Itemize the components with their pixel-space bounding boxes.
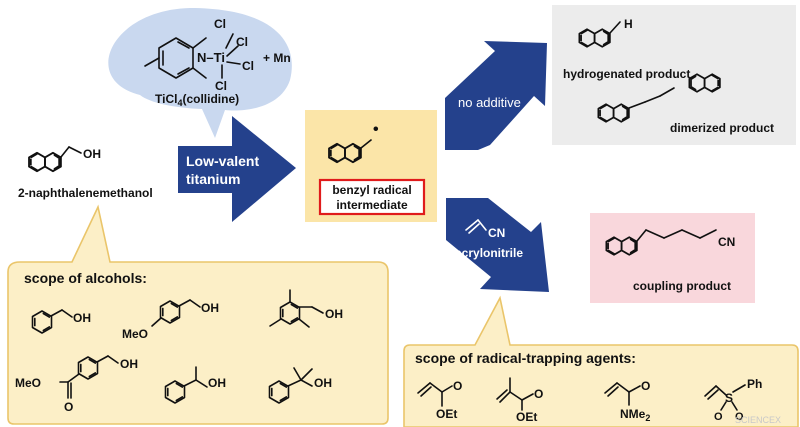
arrow-label-line1: Low-valent <box>186 153 259 169</box>
s-label: S <box>725 391 733 405</box>
benzyl-radical-structure <box>328 139 372 164</box>
phenyl-vinyl-sulfone-structure <box>704 384 746 411</box>
acrylonitrile-label: acrylonitrile <box>455 246 523 260</box>
coupling-product-label: coupling product <box>633 279 731 293</box>
collidine-ticl4-structure <box>144 33 241 79</box>
o-label: O <box>641 379 650 393</box>
oh-label: OH <box>83 147 101 161</box>
meo-label: MeO <box>122 327 148 341</box>
coupling-product-structure <box>605 229 717 256</box>
coupling-panel <box>590 213 755 303</box>
acrylonitrile-arrow <box>446 198 549 292</box>
arrow-label-line2: titanium <box>186 171 240 187</box>
oh-label: OH <box>325 307 343 321</box>
o-label: O <box>453 379 462 393</box>
meo-label: MeO <box>15 376 41 390</box>
oh-label: OH <box>314 376 332 390</box>
trapping-scope-title: scope of radical-trapping agents: <box>415 350 636 366</box>
starting-material-name: 2-naphthalenemethanol <box>18 186 153 200</box>
nme2-label: NMe2 <box>620 407 650 423</box>
o-label: O <box>64 400 73 414</box>
cl-label: Cl <box>215 79 227 93</box>
hydrogenated-product-label: hydrogenated product <box>563 67 690 81</box>
oh-label: OH <box>73 311 91 325</box>
cl-label: Cl <box>242 59 254 73</box>
o-label: O <box>714 411 723 423</box>
ethyl-acrylate-structure <box>417 382 453 407</box>
alcohols-scope-title: scope of alcohols: <box>24 270 147 286</box>
phenylethanol-structure <box>164 366 208 404</box>
hydrogenated-product-structure <box>578 21 621 48</box>
alcohols-scope-panel <box>7 204 389 425</box>
cl-label: Cl <box>236 35 248 49</box>
oh-label: OH <box>120 357 138 371</box>
oh-label: OH <box>201 301 219 315</box>
cl-label: Cl <box>214 17 226 31</box>
intermediate-highlight-box <box>318 178 426 216</box>
phenylpropanol-structure <box>268 367 313 404</box>
o-label: O <box>735 411 744 423</box>
oh-label: OH <box>208 376 226 390</box>
acrylonitrile-structure <box>465 219 487 234</box>
watermark: SCIENCEX <box>735 415 781 425</box>
n-ti-label: N–Ti <box>197 50 225 65</box>
h-label: H <box>624 17 633 31</box>
ph-label: Ph <box>747 377 762 391</box>
intermediate-label-line2: intermediate <box>336 198 408 212</box>
radical-dot: • <box>373 121 379 138</box>
oet-label: OEt <box>436 407 457 421</box>
no-additive-label: no additive <box>458 95 521 110</box>
o-label: O <box>534 387 543 401</box>
oet-label: OEt <box>516 410 537 424</box>
methoxybenzyl-alcohol-structure <box>151 299 201 327</box>
dimerized-product-structure <box>597 73 721 123</box>
benzyl-alcohol-structure <box>31 309 73 334</box>
cn-label: CN <box>488 226 505 240</box>
mn-additive-label: + Mn <box>263 51 291 65</box>
dimerized-product-label: dimerized product <box>670 121 774 135</box>
ethyl-methacrylate-structure <box>496 377 534 411</box>
cn-label: CN <box>718 235 735 249</box>
low-valent-titanium-arrow <box>178 116 296 222</box>
dimethylacrylamide-structure <box>604 382 641 406</box>
intermediate-label-line1: benzyl radical <box>332 183 411 197</box>
methyl-ester-alcohol-structure <box>59 355 119 399</box>
mesitylmethanol-structure <box>269 289 324 328</box>
catalyst-name: TiCl4(collidine) <box>155 92 239 108</box>
no-additive-arrow <box>445 41 547 150</box>
products-panel <box>552 5 796 145</box>
naphthalenemethanol-structure <box>28 146 82 173</box>
